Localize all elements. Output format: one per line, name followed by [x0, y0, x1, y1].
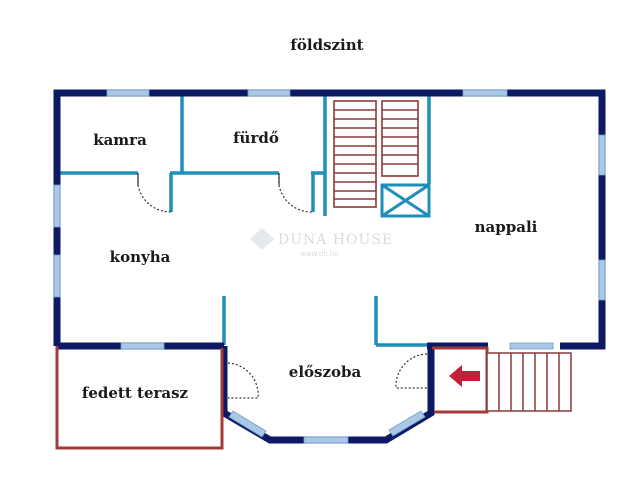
pantry-door-icon — [137, 173, 172, 213]
room-label-bathroom: fürdő — [233, 129, 279, 147]
floor-title: földszint — [290, 36, 363, 54]
watermark: DUNA HOUSE www.dh.hu — [250, 228, 393, 258]
room-label-living-room: nappali — [475, 218, 538, 236]
room-label-kitchen: konyha — [110, 248, 171, 266]
arrow-left-icon — [449, 365, 480, 387]
inner-walls — [58, 96, 431, 347]
doors — [137, 173, 428, 399]
watermark-url: www.dh.hu — [300, 250, 339, 258]
upper-stairs — [333, 100, 419, 208]
covered-terrace — [55, 346, 224, 450]
room-label-pantry: kamra — [93, 131, 147, 149]
entrance-stairs — [486, 352, 572, 412]
room-label-covered-terrace: fedett terasz — [82, 384, 189, 402]
terrace-door-icon — [227, 362, 259, 399]
windows — [53, 89, 606, 444]
cross-box-icon — [380, 183, 431, 218]
room-label-hallway: előszoba — [289, 363, 362, 381]
watermark-brand: DUNA HOUSE — [278, 232, 393, 248]
entrance-door-icon — [395, 353, 428, 389]
watermark-logo-icon — [250, 228, 274, 250]
bathroom-door-icon — [278, 173, 314, 213]
